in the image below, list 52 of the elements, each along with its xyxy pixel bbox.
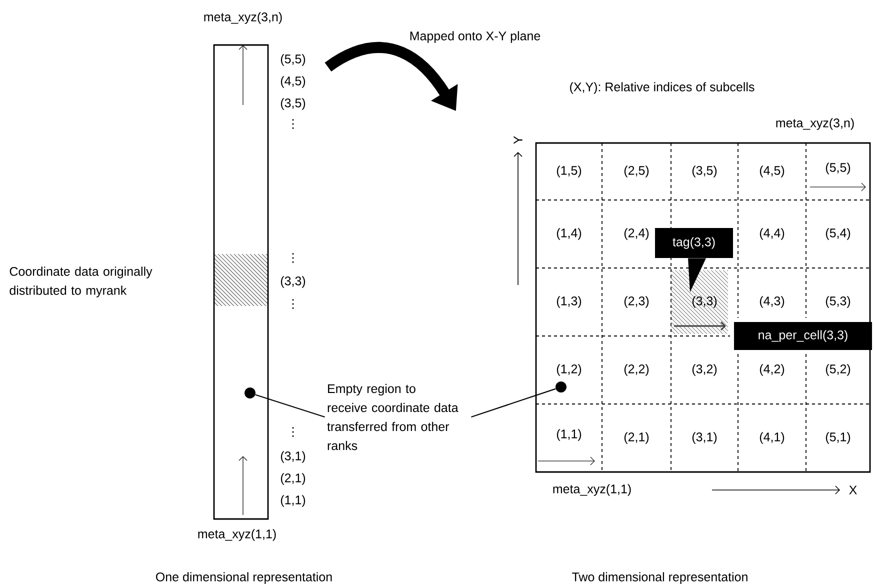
index-label: (4,5) <box>280 76 306 88</box>
dots: ⋮ <box>292 299 294 309</box>
label-text: Coordinate data originally distributed to myrank <box>10 266 152 298</box>
note-text: Empty region to receive coordinate data transferred from other ranks <box>327 384 458 450</box>
tag-box: na_per_cell(3,3) <box>734 322 872 350</box>
dot <box>244 388 256 398</box>
cell-index: (2,3) <box>624 296 649 308</box>
caption: One dimensional representation <box>156 572 332 584</box>
index-label: (3,5) <box>280 98 306 110</box>
index-label: meta_xyz(3,n) <box>204 12 282 24</box>
cell-index: (5,2) <box>826 364 850 376</box>
cell-index: (1,3) <box>556 296 582 308</box>
cell-index: (1,4) <box>556 228 582 240</box>
cell-index: (2,1) <box>624 432 649 444</box>
index-label: (3,3) <box>280 276 306 288</box>
cell-index: (3,3) <box>692 296 717 308</box>
legend-text: (X,Y): Relative indices of subcells <box>570 82 754 94</box>
cell-index: (4,5) <box>760 166 784 178</box>
cell-index: (5,3) <box>826 296 850 308</box>
dot <box>556 382 566 392</box>
subcell-grid <box>535 142 871 473</box>
index-label: (2,1) <box>280 473 306 485</box>
array-column <box>213 44 269 520</box>
index-label: (1,1) <box>280 495 306 507</box>
dots: ⋮ <box>292 253 294 263</box>
index-label: (5,5) <box>280 54 306 66</box>
caption: Two dimensional representation <box>572 572 748 584</box>
callout-box: tag(3,3) <box>655 228 733 292</box>
cell-index: (3,1) <box>692 432 717 444</box>
dots: ⋮ <box>292 119 294 129</box>
cell-index: (2,2) <box>624 364 649 376</box>
cell-index: (4,1) <box>760 432 784 444</box>
cell-index: (1,5) <box>556 166 582 178</box>
index-label: meta_xyz(1,1) <box>553 484 631 496</box>
dots: ⋮ <box>292 427 294 437</box>
index-label: meta_xyz(1,1) <box>198 529 276 541</box>
cell-index: (1,2) <box>556 364 582 376</box>
axis-label: X <box>849 486 857 494</box>
cell-index: (4,3) <box>760 296 784 308</box>
cell-index: (3,2) <box>692 364 717 376</box>
cell-index: (4,2) <box>760 364 784 376</box>
cell-index: (5,5) <box>826 162 850 174</box>
cell-index: (4,4) <box>760 228 784 240</box>
cell-index: (1,1) <box>556 429 582 441</box>
axis-label: Y <box>514 136 522 144</box>
index-label: (3,1) <box>280 451 306 463</box>
cell-index: (2,5) <box>624 166 649 178</box>
arrow-label: Mapped onto X-Y plane <box>410 31 540 43</box>
cell-index: (5,1) <box>826 432 850 444</box>
cell-index: (3,5) <box>692 166 717 178</box>
cell-index: (5,4) <box>826 228 850 240</box>
index-label: meta_xyz(3,n) <box>776 118 854 130</box>
